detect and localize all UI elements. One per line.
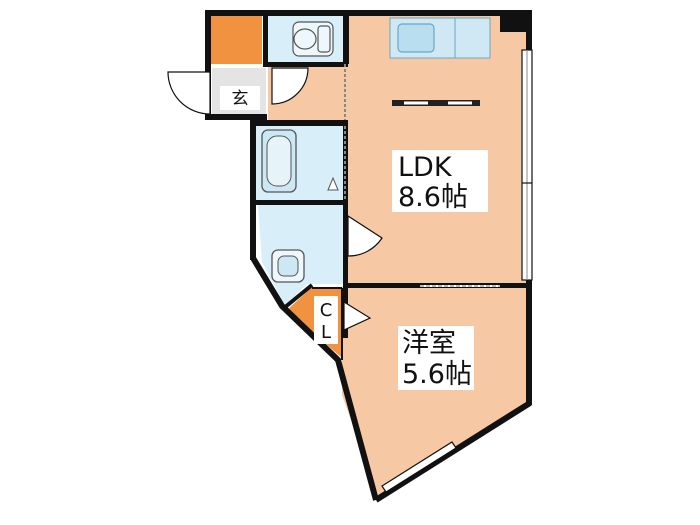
entrance-label: 玄 bbox=[232, 89, 249, 109]
ldk-size: 8.6帖 bbox=[398, 182, 468, 213]
western-room bbox=[342, 286, 530, 500]
toilet-door bbox=[271, 67, 309, 105]
entrance-door bbox=[167, 71, 211, 115]
shoe-storage bbox=[210, 16, 262, 64]
window-east bbox=[521, 49, 533, 281]
wash-basin-icon bbox=[271, 249, 305, 283]
ldk-name: LDK bbox=[398, 152, 453, 183]
western-size: 5.6帖 bbox=[402, 359, 472, 390]
closet-label-l: L bbox=[321, 322, 331, 343]
closet-label-c: C bbox=[320, 300, 333, 321]
kitchen-sink bbox=[397, 23, 435, 53]
washroom-door bbox=[347, 214, 383, 257]
closet-door bbox=[343, 300, 372, 331]
western-name: 洋室 bbox=[402, 328, 456, 359]
window-southwest bbox=[381, 441, 457, 493]
